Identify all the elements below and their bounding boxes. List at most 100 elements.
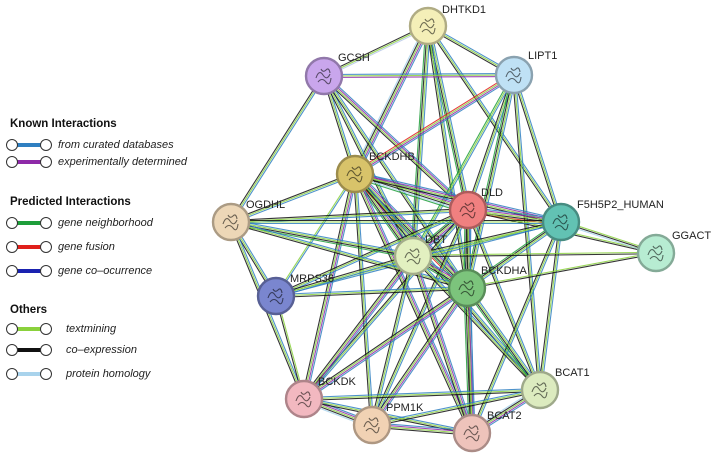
protein-structure-icon — [346, 166, 363, 183]
edge-gcsh-dld[interactable] — [322, 73, 470, 213]
edge-line — [354, 175, 468, 213]
node-f5h5p2-human[interactable]: F5H5P2_HUMAN — [541, 199, 664, 242]
edge-line — [229, 74, 324, 222]
edge-line — [464, 288, 472, 434]
edge-bckdhb-ogdhl[interactable] — [230, 172, 356, 224]
edge-bckdha-bcat2[interactable] — [463, 287, 476, 434]
edge-ppm1k-bcat1[interactable] — [371, 387, 541, 428]
edge-line — [355, 76, 516, 177]
edge-line — [356, 172, 469, 287]
edge-line — [323, 24, 428, 76]
edge-lipt1-bckdha[interactable] — [464, 74, 517, 289]
edge-line — [372, 288, 469, 426]
edge-line — [412, 220, 561, 256]
node-ggact[interactable]: GGACT — [636, 230, 711, 273]
node-bcat2[interactable]: BCAT2 — [452, 410, 522, 453]
edge-line — [427, 25, 562, 223]
legend-title-known: Known Interactions — [10, 118, 117, 130]
edge-mrps36-bckdha[interactable] — [275, 285, 468, 299]
legend-item-curated-databases: from curated databases — [6, 138, 174, 152]
edge-line — [540, 222, 564, 391]
legend-item-textmining: textmining — [6, 322, 116, 336]
edge-line — [467, 75, 516, 289]
edge-line — [467, 287, 542, 390]
edge-bckdhb-ppm1k[interactable] — [352, 173, 375, 426]
node-lipt1[interactable]: LIPT1 — [494, 50, 557, 95]
edge-gcsh-lipt1[interactable] — [323, 72, 515, 79]
node-label: MRPS36 — [290, 273, 334, 285]
legend-swatch-icon — [6, 323, 52, 335]
node-bckdha[interactable]: BCKDHA — [447, 265, 528, 308]
edge-line — [353, 177, 468, 215]
edge-line — [324, 75, 515, 79]
edge-dhtkd1-bckdhb[interactable] — [351, 24, 432, 176]
edge-line — [353, 25, 428, 174]
edge-lipt1-f5h5p2-human[interactable] — [512, 74, 563, 223]
edge-line — [371, 255, 414, 426]
edge-lipt1-bckdhb[interactable] — [353, 72, 516, 177]
edge-line — [427, 25, 468, 289]
edge-dbt-bckdk[interactable] — [301, 254, 416, 401]
edge-line — [369, 286, 466, 425]
node-dhtkd1[interactable]: DHTKD1 — [408, 4, 486, 46]
edge-dbt-mrps36[interactable] — [275, 254, 414, 298]
edge-line — [467, 253, 657, 290]
edge-line — [275, 255, 414, 297]
edge-line — [323, 74, 515, 77]
edge-lipt1-bcat1[interactable] — [511, 74, 543, 391]
edge-line — [471, 221, 562, 434]
node-ppm1k[interactable]: PPM1K — [352, 402, 424, 445]
edge-f5h5p2-human-bcat2[interactable] — [470, 221, 563, 434]
node-bckdhb[interactable]: BCKDHB — [335, 151, 415, 194]
edge-line — [231, 220, 468, 288]
edge-ogdhl-bckdha[interactable] — [230, 220, 468, 290]
node-label: BCKDK — [318, 376, 357, 388]
edge-bckdha-bckdk[interactable] — [302, 285, 469, 402]
node-ogdhl[interactable]: OGDHL — [211, 199, 285, 242]
node-bcat1[interactable]: BCAT1 — [520, 367, 590, 410]
edge-f5h5p2-human-bcat1[interactable] — [537, 221, 564, 391]
edge-line — [323, 72, 514, 76]
edge-line — [463, 288, 470, 434]
edge-line — [537, 221, 561, 390]
node-mrps36[interactable]: MRPS36 — [256, 273, 334, 316]
node-gcsh[interactable]: GCSH — [304, 52, 370, 96]
edge-line — [467, 223, 563, 291]
legend-item-gene-co-occurrence: gene co–ocurrence — [6, 264, 152, 278]
edge-dhtkd1-gcsh[interactable] — [323, 24, 429, 78]
edge-dhtkd1-bckdha[interactable] — [425, 25, 470, 289]
edge-bckdha-ggact[interactable] — [466, 251, 657, 290]
edge-dbt-bcat2[interactable] — [410, 255, 475, 434]
edge-line — [353, 72, 514, 173]
legend-item-gene-neighborhood: gene neighborhood — [6, 216, 153, 230]
node-dld[interactable]: DLD — [448, 187, 503, 230]
edge-bckdhb-bckdk[interactable] — [301, 173, 358, 400]
edge-line — [276, 210, 469, 298]
edge-dbt-ggact[interactable] — [412, 251, 657, 258]
edge-line — [426, 26, 561, 224]
edge-line — [465, 74, 514, 288]
edge-bckdk-bcat1[interactable] — [303, 387, 541, 402]
edge-line — [275, 287, 468, 297]
edge-line — [305, 257, 416, 401]
edge-line — [352, 174, 471, 435]
edge-line — [230, 207, 468, 222]
edge-f5h5p2-human-ogdhl[interactable] — [231, 219, 561, 225]
edge-line — [302, 255, 413, 399]
edge-line — [304, 210, 470, 401]
edge-line — [275, 285, 467, 296]
edge-line — [323, 25, 429, 77]
legend-swatch-icon — [6, 156, 52, 168]
edge-gcsh-ogdhl[interactable] — [229, 74, 326, 224]
node-bckdk[interactable]: BCKDK — [284, 376, 357, 419]
protein-structure-icon — [458, 280, 475, 297]
edge-line — [324, 26, 429, 78]
edge-bckdha-bcat1[interactable] — [464, 286, 543, 392]
edge-bckdha-ppm1k[interactable] — [369, 286, 470, 427]
node-dbt[interactable]: DBT — [393, 234, 447, 276]
node-label: BCAT1 — [555, 367, 590, 379]
edge-line — [275, 254, 413, 296]
edge-line — [413, 255, 474, 433]
legend-swatch-icon — [6, 139, 52, 151]
edge-line — [410, 256, 471, 434]
